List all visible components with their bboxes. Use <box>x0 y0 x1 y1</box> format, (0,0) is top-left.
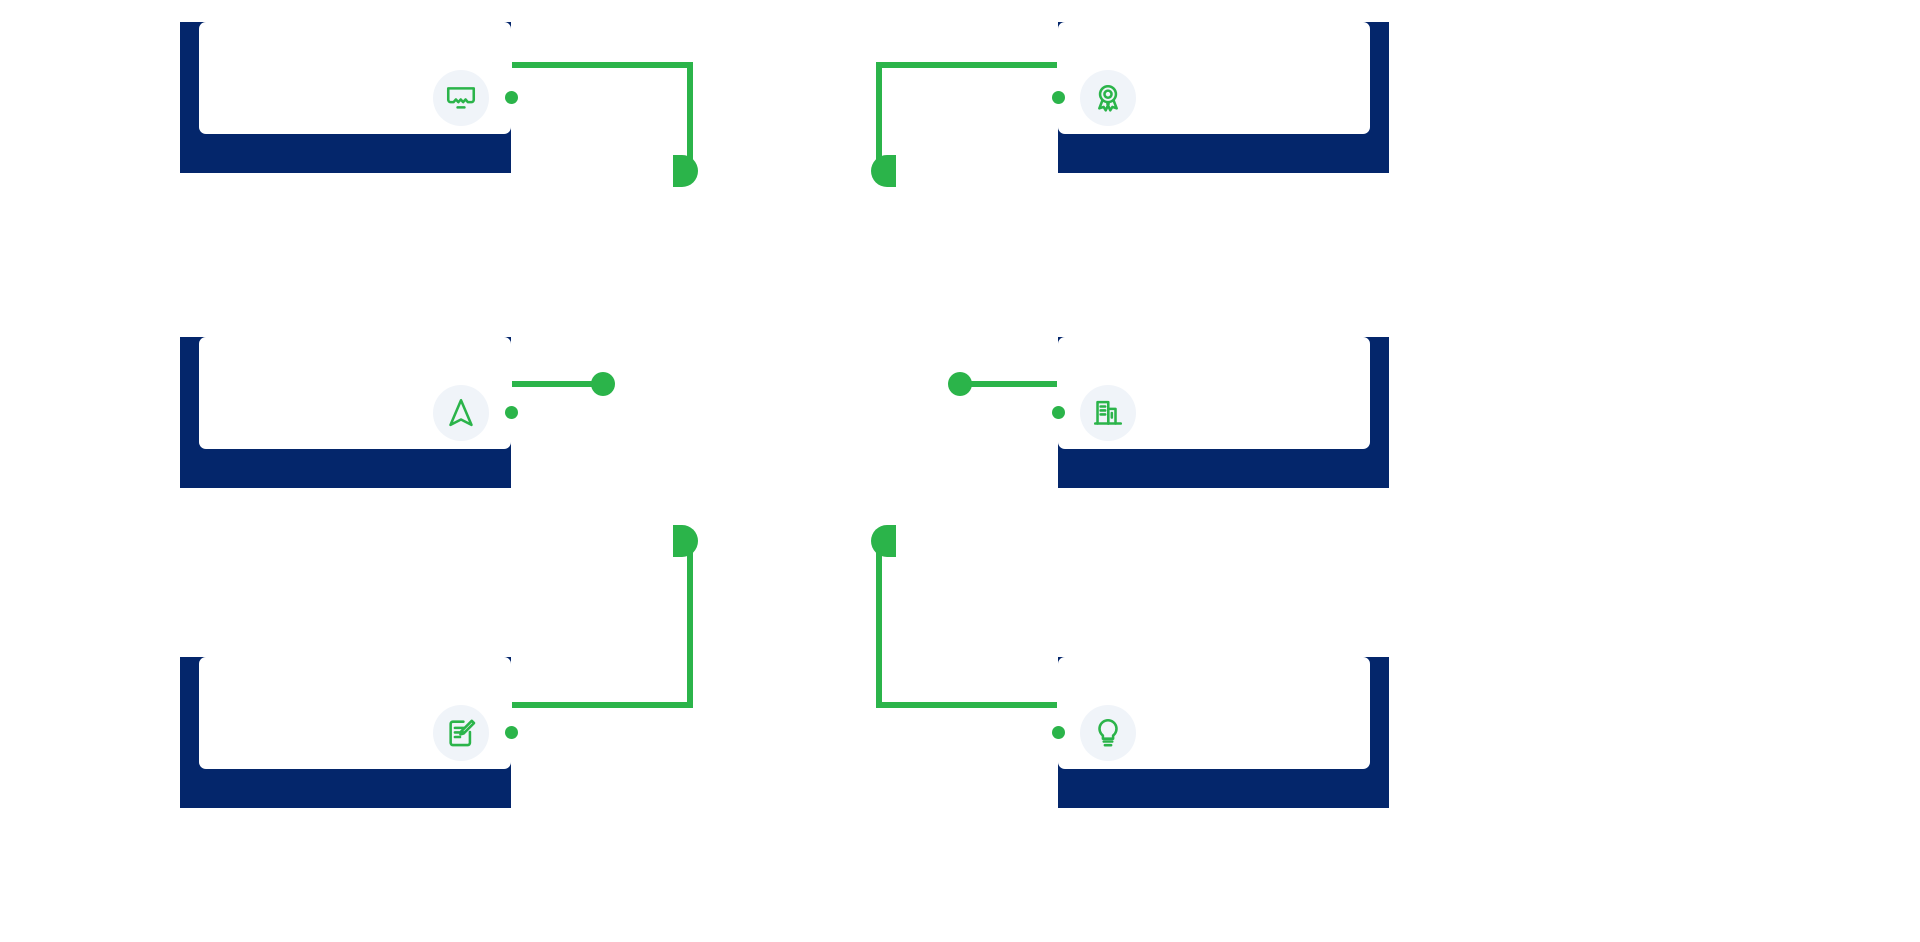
award-ribbon-icon <box>1080 69 1136 126</box>
connector-top-right <box>871 62 1057 187</box>
port-dot <box>1051 91 1065 104</box>
document-edit-icon <box>433 704 489 761</box>
connector-port-dot[interactable] <box>1043 397 1073 428</box>
card-document-edit[interactable] <box>180 657 526 808</box>
connector-mid-right <box>948 372 1057 396</box>
connector-port-dot[interactable] <box>1043 82 1073 113</box>
connector-port-dot[interactable] <box>496 82 526 113</box>
monitor-icon <box>433 69 489 126</box>
connector-port-dot[interactable] <box>496 717 526 748</box>
port-dot <box>1051 406 1065 419</box>
lightbulb-icon <box>1080 704 1136 761</box>
connector-port-dot[interactable] <box>496 397 526 428</box>
card-monitor[interactable] <box>180 22 526 173</box>
port-dot <box>504 91 518 104</box>
navigation-arrow-icon <box>433 384 489 441</box>
port-dot <box>504 726 518 739</box>
card-building[interactable] <box>1043 337 1389 488</box>
card-award[interactable] <box>1043 22 1389 173</box>
connector-mid-left <box>512 372 615 396</box>
port-dot <box>504 406 518 419</box>
card-lightbulb[interactable] <box>1043 657 1389 808</box>
connector-port-dot[interactable] <box>1043 717 1073 748</box>
connector-top-left <box>512 62 698 187</box>
connector-bottom-right <box>871 525 1057 708</box>
port-dot <box>1051 726 1065 739</box>
connector-bottom-left <box>512 525 698 708</box>
building-icon <box>1080 384 1136 441</box>
card-navigation[interactable] <box>180 337 526 488</box>
